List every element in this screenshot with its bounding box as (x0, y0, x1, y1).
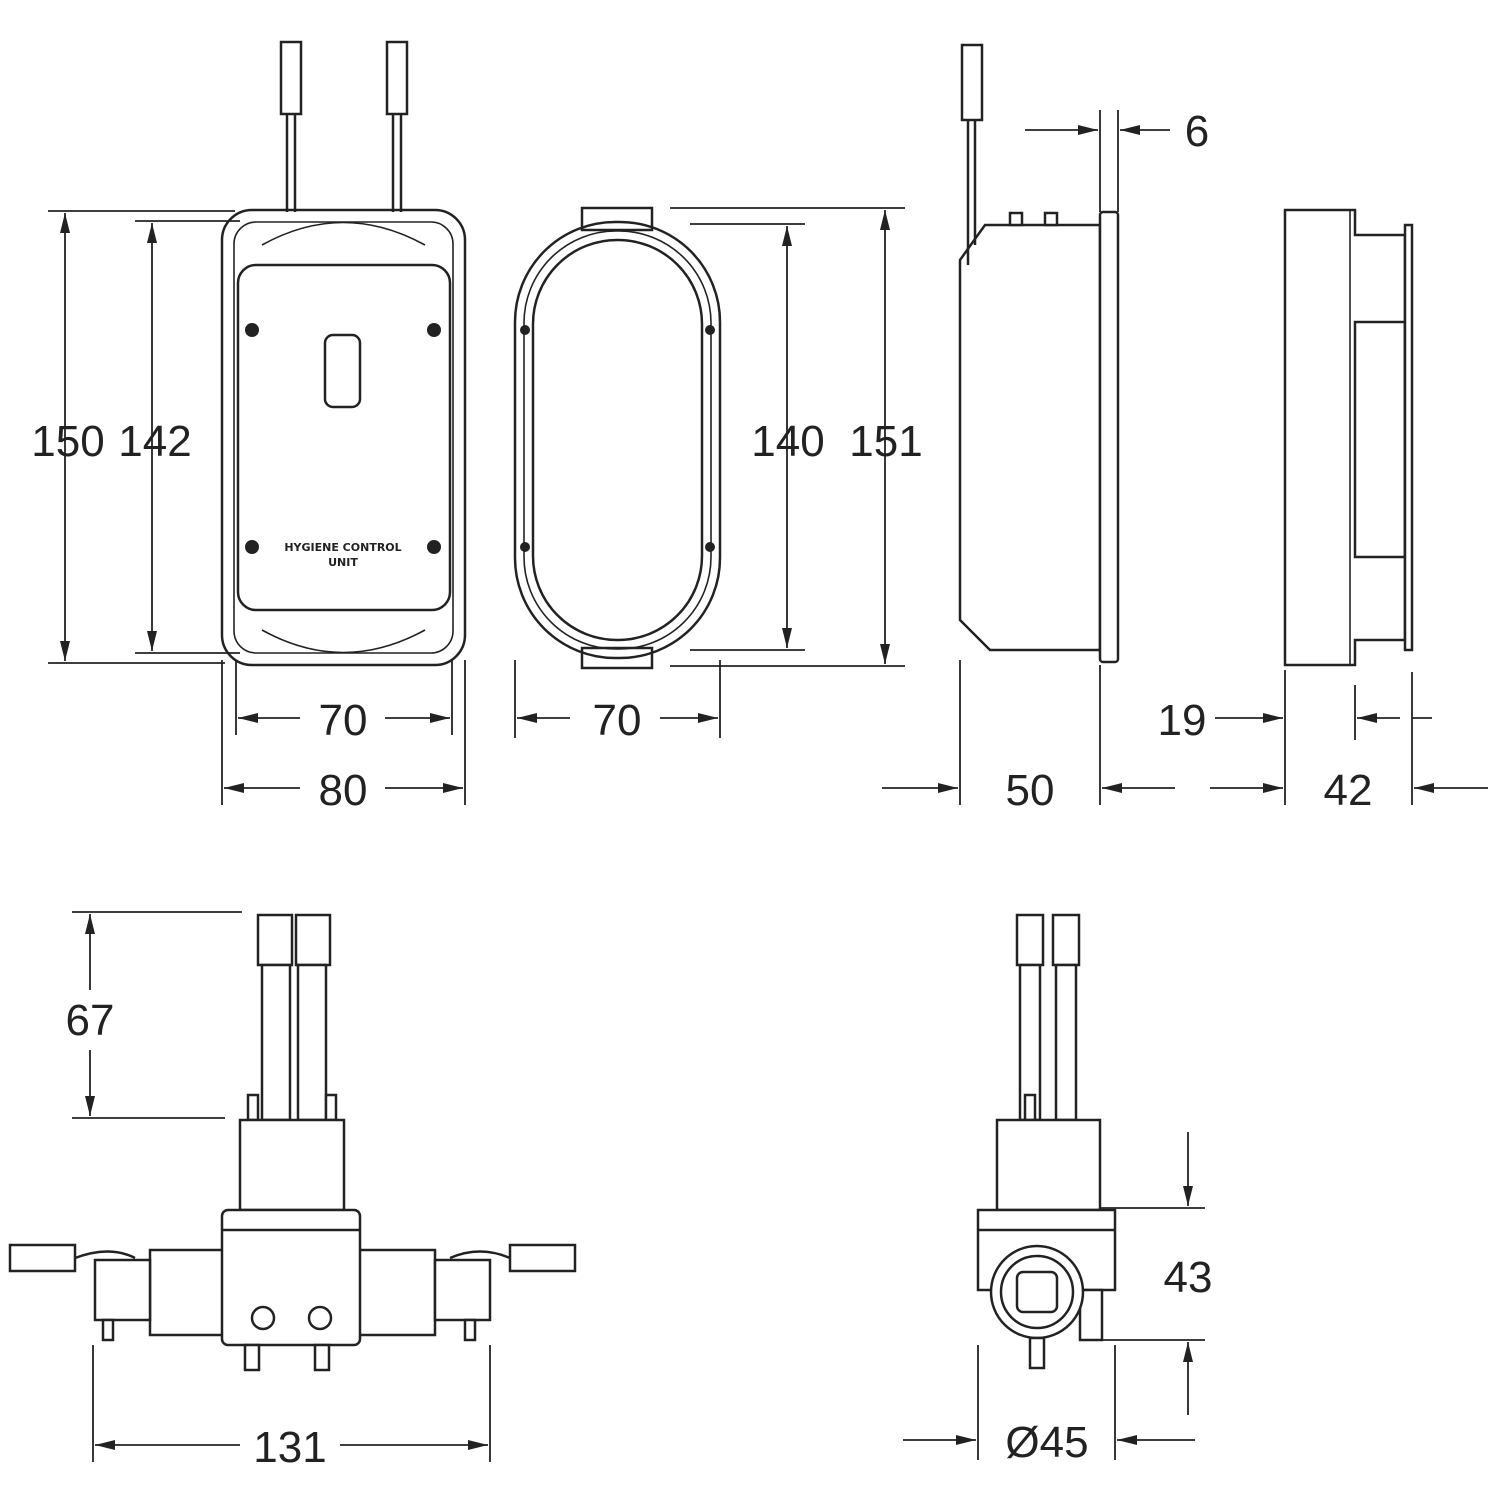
valve-side-view: 43 Ø45 (903, 913, 1213, 1467)
frame-view: 140 151 70 (513, 206, 923, 745)
dim-80: 80 (319, 766, 368, 815)
side-view: 6 50 (882, 43, 1209, 815)
front-view: HYGIENE CONTROL UNIT 150 142 70 80 (31, 40, 467, 815)
dim-19: 19 (1158, 696, 1207, 745)
dim-131: 131 (253, 1423, 326, 1472)
dim-150: 150 (31, 417, 104, 466)
dim-50: 50 (1006, 766, 1055, 815)
cable-connectors (279, 40, 409, 212)
dimension-lines (48, 210, 466, 805)
dim-67: 67 (66, 996, 115, 1045)
dim-142: 142 (118, 417, 191, 466)
dim-140: 140 (751, 417, 824, 466)
dim-42: 42 (1324, 766, 1373, 815)
dim-70-frame: 70 (593, 696, 642, 745)
dim-diameter-45: Ø45 (1005, 1418, 1088, 1467)
dim-70: 70 (319, 696, 368, 745)
dim-6: 6 (1185, 107, 1209, 156)
unit-label-line2: UNIT (328, 556, 358, 569)
dim-43: 43 (1164, 1253, 1213, 1302)
unit-label-line1: HYGIENE CONTROL (284, 541, 401, 554)
valve-front-view: 67 131 (8, 911, 577, 1472)
box-view: 19 42 (1158, 208, 1488, 815)
dim-151: 151 (849, 417, 922, 466)
